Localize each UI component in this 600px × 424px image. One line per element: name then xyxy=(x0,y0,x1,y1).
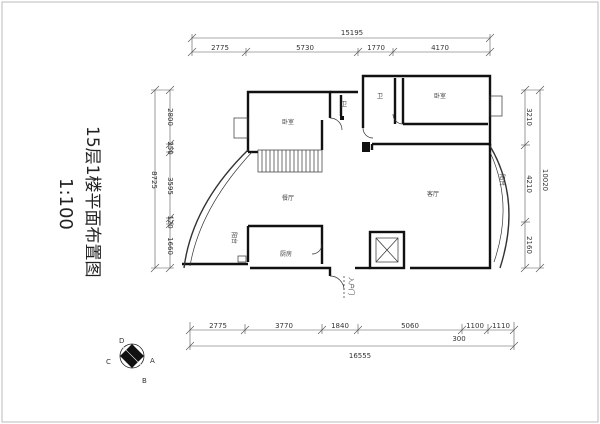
top-total-dim: 15195 xyxy=(341,29,363,37)
compass-b: B xyxy=(142,377,147,385)
right-dim-1: 3210 xyxy=(525,108,533,126)
right-total-dim: 10020 xyxy=(541,169,549,191)
walls xyxy=(182,74,492,276)
room-entry: 入户门 xyxy=(347,277,355,295)
bottom-dim-2: 3770 xyxy=(275,322,293,330)
bottom-dim-6: 1110 xyxy=(492,322,510,330)
bottom-dim-4: 5060 xyxy=(401,322,419,330)
top-dim-4: 4170 xyxy=(431,44,449,52)
compass-symbol xyxy=(119,343,145,369)
left-dim-5: 1660 xyxy=(166,237,174,255)
bottom-dim-1: 2775 xyxy=(209,322,227,330)
compass-c: C xyxy=(106,358,111,366)
left-dim-3: 3595 xyxy=(166,177,174,195)
bottom-dim-small: 300 xyxy=(452,335,465,343)
room-bath-small: 卫 xyxy=(341,101,347,108)
compass-d: D xyxy=(119,337,124,345)
bottom-total-dim: 16555 xyxy=(349,352,371,360)
room-bedroom-left: 卧室 xyxy=(282,118,294,126)
left-dimensions xyxy=(150,85,175,273)
compass-a: A xyxy=(150,357,155,365)
column-block xyxy=(362,142,370,152)
top-dim-3: 1770 xyxy=(367,44,385,52)
top-dimensions xyxy=(187,33,495,57)
left-dim-4: 120 xyxy=(166,215,174,228)
room-bedroom-right: 卧室 xyxy=(434,92,446,100)
left-total-dim: 8725 xyxy=(150,171,158,189)
right-dimensions xyxy=(520,85,545,273)
bottom-dim-5: 1100 xyxy=(466,322,484,330)
bottom-dimensions xyxy=(185,322,519,351)
top-dim-1: 2775 xyxy=(211,44,229,52)
bottom-dim-3: 1840 xyxy=(331,322,349,330)
room-bath-right: 卫 xyxy=(377,93,383,100)
left-dim-1: 2800 xyxy=(166,108,174,126)
right-dim-3: 2160 xyxy=(525,236,533,254)
room-balcony-right: 阳台 xyxy=(498,174,506,186)
room-kitchen: 厨房 xyxy=(280,250,292,258)
room-balcony-left: 阳台 xyxy=(230,232,238,244)
drawing-scale: 1:100 xyxy=(55,178,76,230)
drawing-title: 15层1楼平面布置图 xyxy=(82,126,102,277)
room-living: 客厅 xyxy=(427,190,439,198)
top-dim-2: 5730 xyxy=(296,44,314,52)
left-dim-2: 250 xyxy=(166,141,174,154)
room-restaurant: 餐厅 xyxy=(282,194,294,202)
column-block-small xyxy=(340,116,344,120)
right-dim-2: 4210 xyxy=(525,175,533,193)
wall-details xyxy=(183,95,510,298)
